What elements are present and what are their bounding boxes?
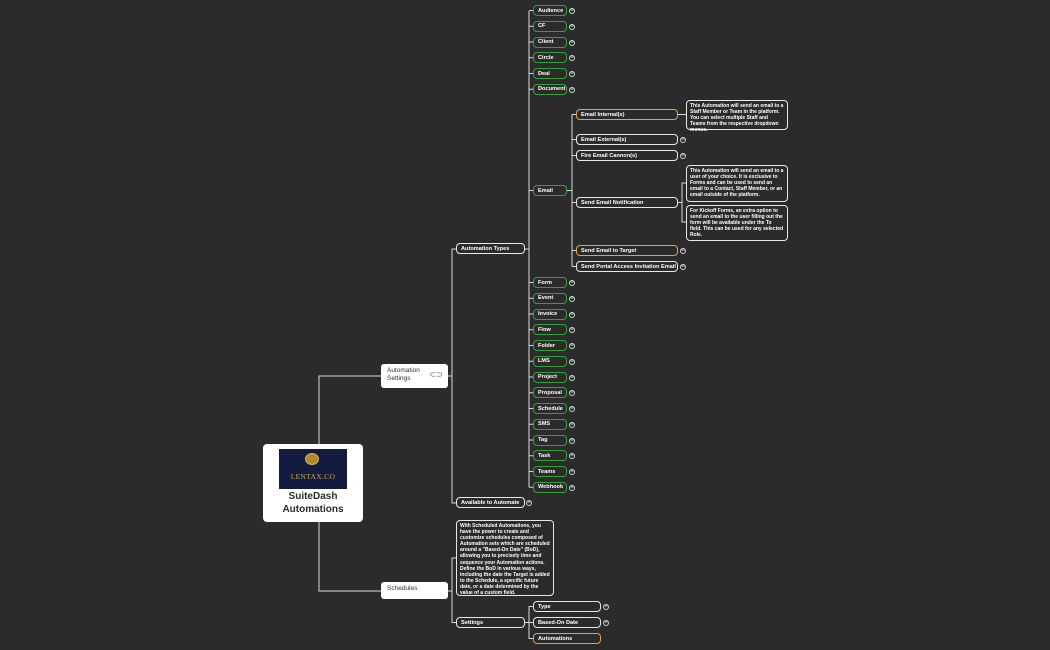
expand-icon[interactable]: ⊕ bbox=[603, 604, 609, 610]
type-node-sms[interactable]: SMS bbox=[533, 418, 567, 430]
email-child-node[interactable]: Send Email to Target bbox=[576, 245, 678, 256]
type-node-form[interactable]: Form bbox=[533, 277, 567, 288]
email-child-node[interactable]: Send Portal Access Invitation Email bbox=[576, 261, 678, 272]
automation-types-node[interactable]: Automation Types bbox=[456, 243, 525, 254]
expand-icon[interactable]: ⊕ bbox=[569, 295, 575, 302]
expand-icon[interactable]: ⊕ bbox=[569, 453, 575, 460]
logo-emblem-icon bbox=[305, 453, 319, 465]
note-scheduled-automations: With Scheduled Automations, you have the… bbox=[456, 520, 554, 596]
type-node-document[interactable]: Document bbox=[533, 83, 567, 95]
expand-icon[interactable]: ⊕ bbox=[569, 421, 575, 428]
expand-icon[interactable]: ⊕ bbox=[569, 437, 575, 444]
type-node-invoice[interactable]: Invoice bbox=[533, 308, 567, 320]
schedules-label: Schedules bbox=[387, 585, 418, 592]
expand-icon[interactable]: ⊕ bbox=[569, 390, 575, 397]
type-node-webhook[interactable]: Webhook bbox=[533, 481, 567, 493]
expand-icon[interactable]: ⊕ bbox=[569, 8, 575, 14]
expand-icon[interactable]: ⊕ bbox=[680, 153, 686, 159]
available-to-automate-node[interactable]: Available to Automate bbox=[456, 497, 525, 508]
automation-settings-node[interactable]: Automation Settings ⊂⊃ bbox=[381, 364, 448, 388]
settings-to-available-line bbox=[451, 376, 456, 504]
expand-icon[interactable]: ⊕ bbox=[569, 55, 575, 62]
type-node-cf[interactable]: CF bbox=[533, 20, 567, 32]
email-child-node[interactable]: Email External(s) bbox=[576, 134, 678, 145]
types-trunk-line bbox=[525, 11, 530, 487]
type-node-folder[interactable]: Folder bbox=[533, 340, 567, 351]
type-node-client[interactable]: Client bbox=[533, 36, 567, 48]
settings-node[interactable]: Settings bbox=[456, 617, 525, 628]
expand-icon[interactable]: ⊕ bbox=[569, 327, 575, 334]
expand-icon[interactable]: ⊕ bbox=[569, 280, 575, 286]
expand-icon[interactable]: ⊕ bbox=[569, 71, 575, 77]
note-kickoff-forms: For Kickoff Forms, an extra option to se… bbox=[686, 205, 788, 241]
email-child-node[interactable]: Send Email Notification bbox=[576, 197, 678, 208]
expand-icon[interactable]: ⊕ bbox=[680, 248, 686, 254]
email-child-node[interactable]: Email Internal(s) bbox=[576, 109, 678, 120]
type-node-teams[interactable]: Teams bbox=[533, 466, 567, 477]
settings-branch-line bbox=[525, 606, 533, 639]
type-node-audience[interactable]: Audience bbox=[533, 5, 567, 16]
expand-icon[interactable]: ⊕ bbox=[680, 264, 686, 270]
type-node-schedule[interactable]: Schedule bbox=[533, 403, 567, 414]
expand-icon[interactable]: ⊕ bbox=[569, 23, 575, 30]
root-to-settings-line bbox=[318, 375, 381, 444]
expand-icon[interactable]: ⊕ bbox=[569, 343, 575, 349]
link-icon[interactable]: ⊂⊃ bbox=[429, 370, 443, 379]
expand-icon[interactable]: ⊕ bbox=[569, 311, 575, 318]
type-node-project[interactable]: Project bbox=[533, 371, 567, 383]
type-node-email[interactable]: Email bbox=[533, 185, 567, 196]
expand-icon[interactable]: ⊕ bbox=[569, 406, 575, 412]
type-node-proposal[interactable]: Proposal bbox=[533, 387, 567, 399]
expand-icon[interactable]: ⊕ bbox=[569, 39, 575, 46]
schedules-node[interactable]: Schedules bbox=[381, 582, 448, 599]
settings-based-on-date-node[interactable]: Based-On Date bbox=[533, 617, 601, 628]
expand-icon[interactable]: ⊕ bbox=[569, 469, 575, 475]
note-connector-line bbox=[678, 182, 686, 223]
email-child-node[interactable]: Fire Email Cannon(s) bbox=[576, 150, 678, 161]
expand-icon[interactable]: ⊕ bbox=[569, 484, 575, 491]
settings-to-types-line bbox=[448, 248, 456, 377]
settings-automations-node[interactable]: Automations bbox=[533, 633, 601, 644]
expand-icon[interactable]: ⊕ bbox=[526, 500, 532, 506]
schedules-to-note-line bbox=[448, 557, 456, 592]
type-node-circle[interactable]: Circle bbox=[533, 52, 567, 64]
type-node-event[interactable]: Event bbox=[533, 292, 567, 304]
type-node-flow[interactable]: Flow bbox=[533, 324, 567, 336]
root-title: SuiteDash Automations bbox=[282, 491, 344, 515]
type-node-tag[interactable]: Tag bbox=[533, 434, 567, 446]
expand-icon[interactable]: ⊕ bbox=[680, 137, 686, 143]
expand-icon[interactable]: ⊕ bbox=[569, 358, 575, 365]
logo: LENTAX.CO bbox=[279, 449, 347, 489]
expand-icon[interactable]: ⊕ bbox=[603, 620, 609, 626]
schedules-to-settings-line bbox=[451, 591, 456, 623]
expand-icon[interactable]: ⊕ bbox=[569, 86, 575, 93]
logo-text: LENTAX.CO bbox=[290, 472, 336, 481]
email-trunk-line bbox=[567, 114, 573, 267]
type-node-lms[interactable]: LMS bbox=[533, 355, 567, 367]
type-node-deal[interactable]: Deal bbox=[533, 68, 567, 79]
type-node-task[interactable]: Task bbox=[533, 450, 567, 462]
note-email-internal: This Automation will send an email to a … bbox=[686, 100, 788, 133]
settings-type-node[interactable]: Type bbox=[533, 601, 601, 612]
root-to-schedules-line bbox=[318, 522, 381, 592]
note-send-email-notification: This Automation will send an email to a … bbox=[686, 165, 788, 202]
automation-settings-label: Automation Settings bbox=[387, 367, 420, 382]
root-node[interactable]: LENTAX.CO SuiteDash Automations bbox=[263, 444, 363, 522]
expand-icon[interactable]: ⊕ bbox=[569, 374, 575, 381]
